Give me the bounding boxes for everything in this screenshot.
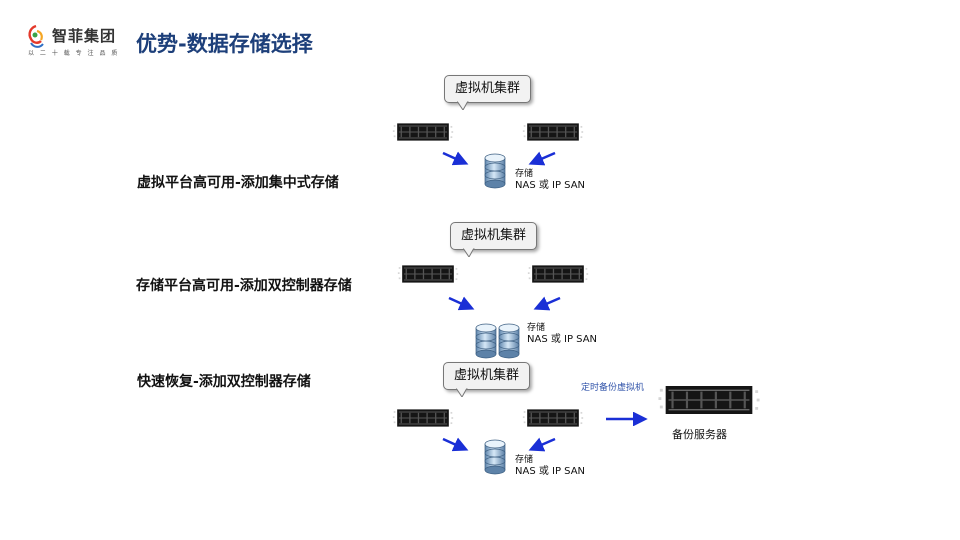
storage-cylinder-icon xyxy=(484,439,506,475)
storage-label: 存储 NAS 或 IP SAN xyxy=(515,454,585,478)
speech-tail-icon xyxy=(456,388,468,397)
server-rack-icon xyxy=(392,122,454,142)
vm-cluster-label: 虚拟机集群 xyxy=(455,81,521,96)
vm-cluster-bubble: 虚拟机集群 xyxy=(443,362,531,397)
page-title: 优势-数据存储选择 xyxy=(136,32,313,56)
speech-tail-icon xyxy=(457,101,469,110)
server-rack-icon xyxy=(397,264,459,284)
speech-tail-icon xyxy=(463,248,475,257)
brand-name: 智菲集团 xyxy=(52,27,117,45)
storage-label: 存储 NAS 或 IP SAN xyxy=(515,168,585,192)
backup-action-label: 定时备份虚拟机 xyxy=(581,383,645,393)
arrow-icon xyxy=(448,296,475,311)
section-label-fast-recovery: 快速恢复-添加双控制器存储 xyxy=(137,374,311,390)
arrow-icon xyxy=(442,151,469,166)
server-rack-icon xyxy=(522,408,584,428)
vm-cluster-label: 虚拟机集群 xyxy=(461,228,527,243)
storage-cylinder-icon xyxy=(498,323,520,359)
section-label-dual-controller-storage: 存储平台高可用-添加双控制器存储 xyxy=(136,278,352,294)
brand-slogan: 以 二 十 载 专 注 品 质 xyxy=(28,50,120,57)
arrow-icon xyxy=(533,296,561,311)
storage-name: 存储 xyxy=(515,169,534,179)
arrow-icon xyxy=(442,437,469,452)
server-rack-icon xyxy=(392,408,454,428)
arrow-icon xyxy=(606,412,648,426)
storage-label: 存储 NAS 或 IP SAN xyxy=(527,322,597,346)
storage-cylinder-icon xyxy=(475,323,497,359)
vm-cluster-bubble: 虚拟机集群 xyxy=(444,75,532,110)
backup-server-label: 备份服务器 xyxy=(672,428,727,441)
arrow-icon xyxy=(528,437,556,452)
logo-icon xyxy=(28,24,44,48)
storage-cylinder-icon xyxy=(484,153,506,189)
storage-protocol: NAS 或 IP SAN xyxy=(515,466,586,477)
backup-server-icon xyxy=(657,386,761,414)
server-rack-icon xyxy=(522,122,584,142)
section-label-centralized-storage: 虚拟平台高可用-添加集中式存储 xyxy=(137,175,339,191)
storage-protocol: NAS 或 IP SAN xyxy=(527,334,598,345)
vm-cluster-bubble: 虚拟机集群 xyxy=(450,222,538,257)
brand-logo: 智菲集团 以 二 十 载 专 注 品 质 xyxy=(26,24,122,57)
storage-name: 存储 xyxy=(515,455,534,465)
storage-name: 存储 xyxy=(527,323,546,333)
server-rack-icon xyxy=(527,264,589,284)
storage-protocol: NAS 或 IP SAN xyxy=(515,180,586,191)
arrow-icon xyxy=(528,151,556,166)
vm-cluster-label: 虚拟机集群 xyxy=(454,368,520,383)
